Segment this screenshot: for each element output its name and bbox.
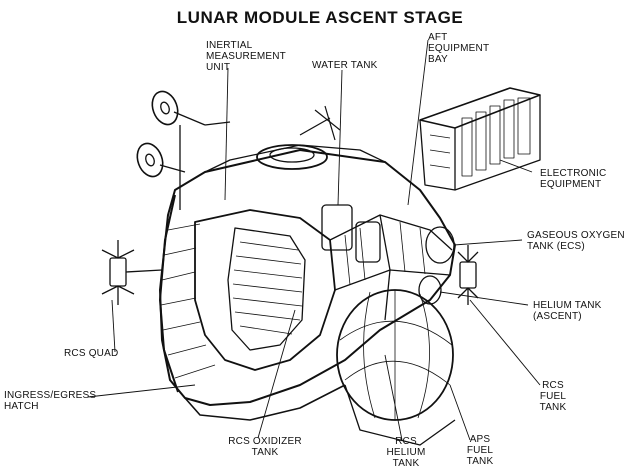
leader-electronic	[499, 159, 533, 173]
leader-aft	[407, 39, 429, 206]
label-rcs-fuel-tank: RCS FUEL TANK	[539, 380, 567, 413]
label-water-tank: WATER TANK	[312, 60, 378, 71]
diagram-title: LUNAR MODULE ASCENT STAGE	[176, 8, 464, 27]
docking-hatch	[256, 144, 328, 170]
aps-tank-geodesic	[339, 290, 453, 420]
right-structure	[329, 214, 453, 251]
label-electronic-equipment: ELECTRONIC EQUIPMENT	[540, 168, 607, 190]
antenna-dishes	[136, 90, 231, 210]
label-helium-tank-ascent: HELIUM TANK (ASCENT)	[533, 300, 602, 322]
label-rcs-helium-tank: RCS HELIUM TANK	[386, 436, 426, 469]
hatch-panel	[227, 227, 306, 351]
gox-tank-shape	[425, 226, 455, 264]
water-tank-shape	[321, 204, 353, 251]
lower-hull	[184, 384, 346, 421]
leader-rcs-fuel	[469, 299, 541, 386]
front-face	[194, 209, 336, 371]
label-aft-equipment-bay: AFT EQUIPMENT BAY	[428, 32, 490, 65]
label-inertial-measurement-unit: INERTIAL MEASUREMENT UNIT	[206, 40, 286, 73]
leader-helium	[439, 291, 529, 306]
label-aps-fuel-tank: APS FUEL TANK	[466, 434, 494, 467]
rcs-quad-right	[457, 245, 479, 305]
hatch-ribs	[232, 241, 303, 335]
leader-aps-fuel	[449, 384, 471, 441]
rcs-quad-left	[101, 240, 163, 305]
leader-water	[337, 69, 343, 206]
label-rcs-quad: RCS QUAD	[64, 348, 119, 359]
leader-lines	[87, 39, 541, 441]
label-ingress-egress-hatch: INGRESS/EGRESS HATCH	[4, 390, 97, 412]
vhf-antenna	[299, 105, 341, 141]
left-shell-ribs	[160, 223, 216, 379]
leader-hatch	[87, 384, 196, 398]
leader-rcs-ox	[257, 309, 296, 439]
left-shell	[159, 194, 179, 393]
label-rcs-oxidizer-tank: RCS OXIDIZER TANK	[228, 436, 302, 458]
leader-gox	[453, 239, 523, 246]
label-gaseous-oxygen-tank: GASEOUS OXYGEN TANK (ECS)	[527, 230, 625, 252]
leader-rcs-quad	[111, 299, 116, 353]
leader-rcs-helium	[384, 354, 403, 441]
aft-equipment-bay	[419, 87, 541, 191]
cabin-body	[159, 149, 456, 406]
leader-imu	[224, 67, 229, 201]
